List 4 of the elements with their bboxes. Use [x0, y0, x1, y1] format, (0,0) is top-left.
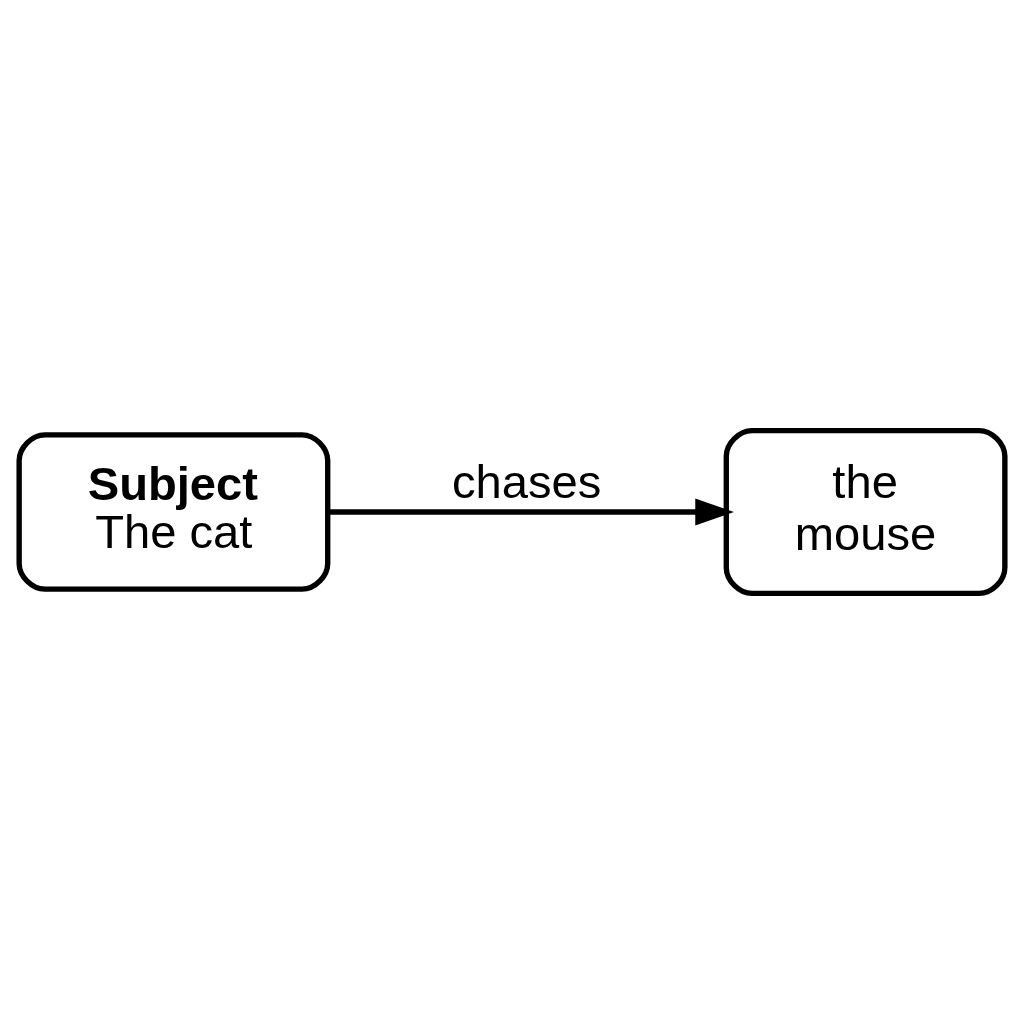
node-box: the mouse [723, 427, 1008, 597]
arrow [328, 498, 734, 526]
node-box: Subject The cat [16, 432, 331, 592]
edge-label: chases [452, 455, 602, 509]
